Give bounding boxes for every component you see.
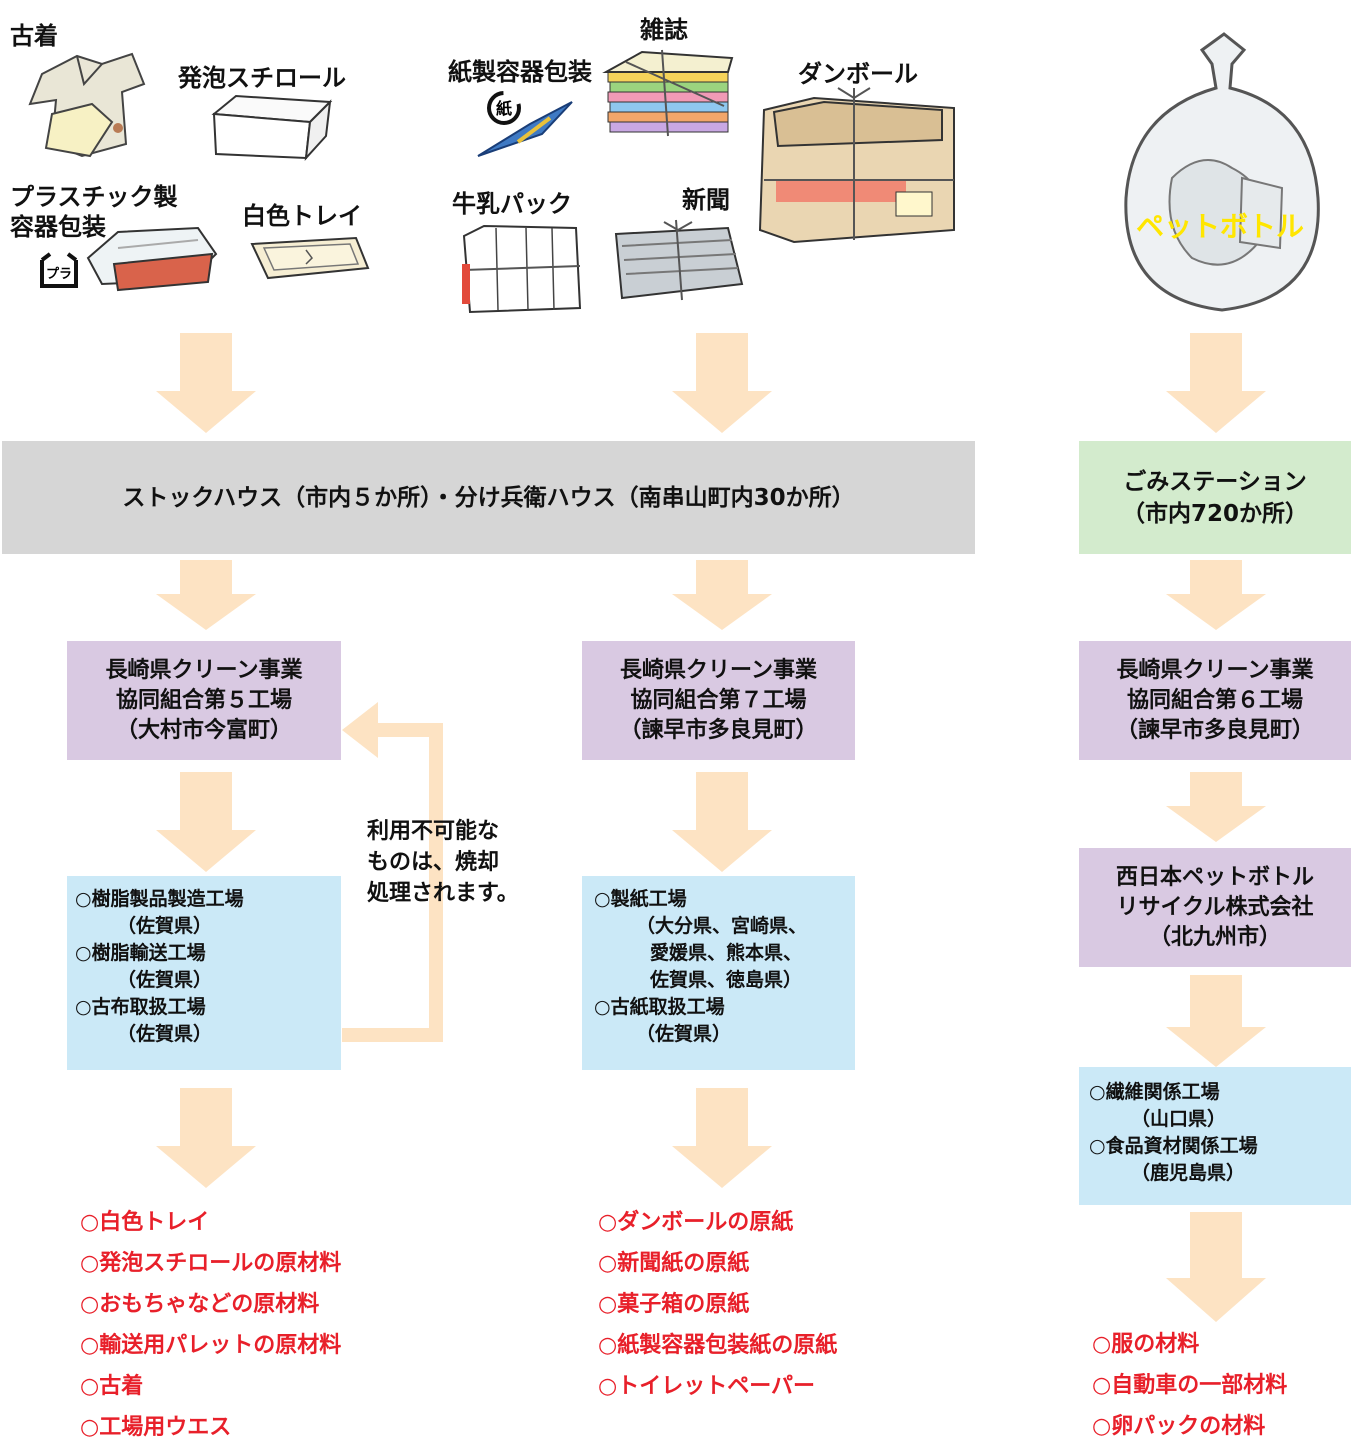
incinerate-note: 利用不可能な ものは、焼却 処理されます。 [367,819,519,906]
white-tray-illustration [246,232,372,282]
outputs-right: ○服の材料 ○自動車の一部材料 ○卵パックの材料 [1092,1332,1288,1439]
arrow-down-mid-1 [672,333,772,433]
arrow-down-left-2 [156,560,256,630]
label-shinbun: 新聞 [682,186,730,214]
arrow-down-left-1 [156,333,256,433]
label-furugi: 古着 [10,22,58,50]
outputs-mid: ○ダンボールの原紙 ○新聞紙の原紙 ○菓子箱の原紙 ○紙製容器包装紙の原紙 ○ト… [598,1210,838,1399]
label-happo: 発泡スチロール [178,64,346,92]
arrow-down-mid-3 [672,772,772,872]
plants-mid-box: ○製紙工場 （大分県、宮崎県、 愛媛県、熊本県、 佐賀県、徳島県） ○古紙取扱工… [582,876,855,1070]
newspapers-illustration [608,214,748,304]
stock-house-text: ストックハウス（市内５か所）・分け兵衛ハウス（南串山町内30か所） [122,484,855,511]
factory7-box: 長崎県クリーン事業協同組合第７工場（諫早市多良見町） [582,641,855,760]
magazines-illustration [602,44,738,144]
factory6-box: 長崎県クリーン事業協同組合第６工場（諫早市多良見町） [1079,641,1351,760]
arrow-down-right-5 [1166,1212,1266,1322]
stock-house-box: ストックハウス（市内５か所）・分け兵衛ハウス（南串山町内30か所） [2,441,975,554]
arrow-down-right-4 [1166,975,1266,1067]
old-clothes-illustration [22,44,152,164]
pet-bottle-bag-illustration [1112,28,1332,318]
label-gyunyu: 牛乳パック [452,190,572,218]
label-kamiseiyoki: 紙製容器包装 [448,58,592,86]
pet-bag-label: ペットボトル [1135,210,1304,243]
arrow-down-right-1 [1166,333,1266,433]
plastic-recycle-mark-icon: プラ [36,252,82,292]
label-zasshi: 雑誌 [640,16,688,44]
label-danboru: ダンボール [798,60,918,88]
plants-right-box: ○繊維関係工場 （山口県） ○食品資材関係工場 （鹿児島県） [1079,1067,1351,1205]
paper-mark-text: 紙 [496,99,512,118]
label-hakushoku: 白色トレイ [242,202,362,230]
arrow-down-mid-4 [672,1088,772,1188]
arrow-down-right-2 [1166,560,1266,630]
arrow-down-mid-2 [672,560,772,630]
milk-cartons-illustration [456,222,586,316]
plastic-container-illustration [78,218,228,298]
factory5-box: 長崎県クリーン事業協同組合第５工場（大村市今富町） [67,641,341,760]
arrow-down-left-3 [156,772,256,872]
label-plastic: プラスチック製容器包装 [10,183,178,241]
gomi-station-box: ごみステーション （市内720か所） [1079,441,1351,554]
plants-left-box: ○樹脂製品製造工場 （佐賀県） ○樹脂輸送工場 （佐賀県） ○古布取扱工場 （佐… [67,876,341,1070]
return-arrow [342,700,454,1050]
plastic-mark-text: プラ [46,267,72,282]
arrow-down-right-3 [1166,772,1266,842]
paper-container-mark-icon: 紙 [484,88,524,128]
styrofoam-illustration [206,88,336,163]
cardboard-illustration [754,80,964,250]
nishinihon-box: 西日本ペットボトルリサイクル株式会社（北九州市） [1079,848,1351,967]
arrow-down-left-4 [156,1088,256,1188]
paper-container-illustration [470,94,580,164]
outputs-left: ○白色トレイ ○発泡スチロールの原材料 ○おもちゃなどの原材料 ○輸送用パレット… [80,1210,342,1440]
